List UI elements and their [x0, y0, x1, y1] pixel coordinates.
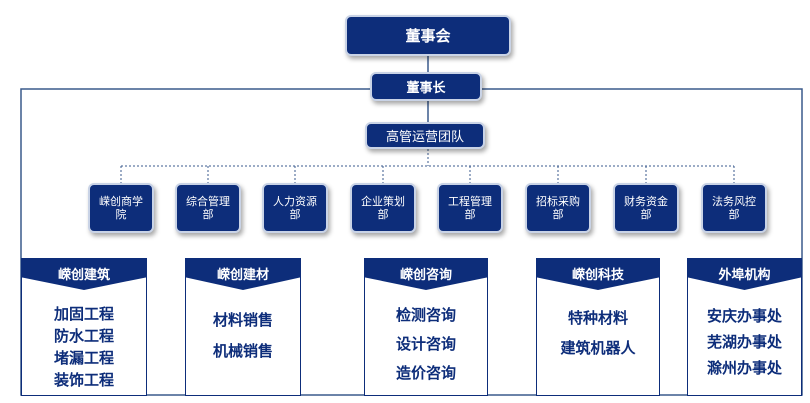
chairman-box: 董事长: [370, 72, 482, 101]
division-item: 加固工程: [53, 305, 114, 323]
division-external-offices: 外埠机构 安庆办事处 芜湖办事处 滁州办事处: [687, 258, 802, 396]
division-item: 安庆办事处: [706, 307, 782, 325]
division-technology: 嵘创科技 特种材料 建筑机器人: [536, 258, 660, 396]
division-title: 嵘创咨询: [364, 258, 488, 290]
board-label: 董事会: [405, 27, 451, 45]
division-title: 嵘创建筑: [21, 258, 147, 290]
dept-enterprise-planning: 企业策划部: [350, 183, 416, 233]
division-item: 装饰工程: [53, 371, 114, 389]
division-item: 堵漏工程: [53, 349, 114, 367]
dept-legal-risk: 法务风控部: [701, 183, 767, 233]
division-item: 机械销售: [212, 342, 273, 360]
division-item: 设计咨询: [395, 335, 456, 353]
board-box: 董事会: [345, 15, 511, 56]
management-label: 高管运营团队: [385, 130, 464, 145]
division-title: 嵘创科技: [536, 258, 660, 290]
dept-business-school: 嵘创商学院: [88, 183, 154, 233]
division-building-materials: 嵘创建材 材料销售 机械销售: [185, 258, 301, 396]
management-box: 高管运营团队: [365, 122, 485, 149]
division-item: 防水工程: [53, 327, 114, 345]
dept-procurement: 招标采购部: [525, 183, 591, 233]
division-construction: 嵘创建筑 加固工程 防水工程 堵漏工程 装饰工程: [21, 258, 147, 396]
division-title: 外埠机构: [687, 258, 802, 290]
chairman-label: 董事长: [406, 81, 446, 96]
division-item: 特种材料: [567, 309, 628, 327]
dept-human-resources: 人力资源部: [262, 183, 328, 233]
division-item: 建筑机器人: [560, 339, 636, 357]
dept-finance: 财务资金部: [613, 183, 679, 233]
dept-general-management: 综合管理部: [175, 183, 241, 233]
division-item: 造价咨询: [395, 364, 456, 382]
division-item: 芜湖办事处: [706, 333, 782, 351]
dept-engineering-management: 工程管理部: [437, 183, 503, 233]
division-item: 材料销售: [212, 311, 273, 329]
division-item: 检测咨询: [395, 306, 456, 324]
division-consulting: 嵘创咨询 检测咨询 设计咨询 造价咨询: [364, 258, 488, 396]
division-title: 嵘创建材: [185, 258, 301, 290]
division-item: 滁州办事处: [706, 359, 782, 377]
